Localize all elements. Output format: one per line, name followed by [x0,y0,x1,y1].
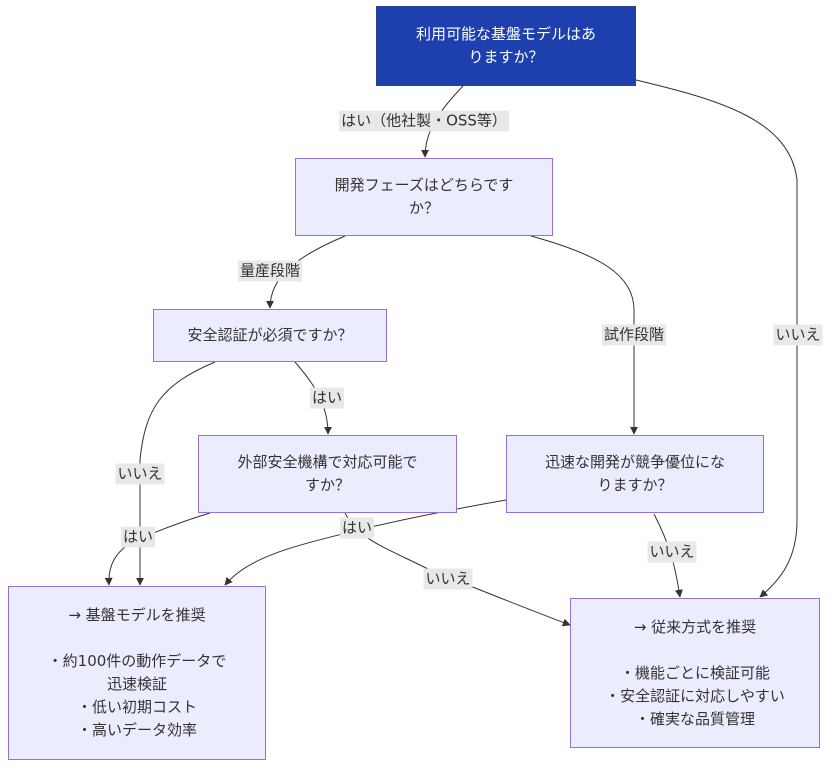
node-conventional-result-text: → 従来方式を推奨 ・機能ごとに検証可能 ・安全認証に対応しやすい ・確実な品質… [605,617,785,728]
node-rapid-dev-question: 迅速な開発が競争優位にな りますか？ [506,435,764,513]
edge-label-cert-yes: はい [309,387,345,409]
node-foundation-model-result: → 基盤モデルを推奨 ・約100件の動作データで 迅速検証 ・低い初期コスト ・… [8,586,266,760]
node-external-safety-question: 外部安全機構で対応可能で すか？ [198,435,457,513]
edge-cert-to-foundation [136,361,216,586]
edge-label-no-right: いいえ [773,324,823,346]
node-foundation-model-result-text: → 基盤モデルを推奨 ・約100件の動作データで 迅速検証 ・低い初期コスト ・… [47,606,227,739]
node-phase-question: 開発フェーズはどちらです か？ [295,158,553,236]
edge-phase-to-rapid [530,235,638,435]
edge-label-rapid-yes: はい [339,517,375,539]
node-rapid-dev-question-text: 迅速な開発が競争優位にな りますか？ [544,453,725,494]
edge-label-yes-thirdparty: はい（他社製・OSS等） [339,110,509,132]
node-cert-required-question: 安全認証が必須ですか？ [153,309,387,362]
edge-label-mass-production: 量産段階 [237,260,303,282]
edge-label-external-no: いいえ [423,568,473,590]
node-base-model-question-text: 利用可能な基盤モデルはあ りますか？ [415,25,596,66]
node-phase-question-text: 開発フェーズはどちらです か？ [334,176,514,217]
node-base-model-question: 利用可能な基盤モデルはあ りますか？ [376,6,636,86]
node-cert-required-question-text: 安全認証が必須ですか？ [187,326,353,344]
node-conventional-result: → 従来方式を推奨 ・機能ごとに検証可能 ・安全認証に対応しやすい ・確実な品質… [570,598,820,748]
edge-external-to-foundation [104,512,211,586]
node-external-safety-question-text: 外部安全機構で対応可能で すか？ [237,453,418,494]
edge-label-cert-no: いいえ [115,463,165,485]
edge-label-rapid-no: いいえ [647,541,697,563]
edge-label-prototype: 試作段階 [601,324,667,346]
edge-base-model-to-conventional [635,79,798,598]
edge-label-external-yes: はい [120,526,156,548]
